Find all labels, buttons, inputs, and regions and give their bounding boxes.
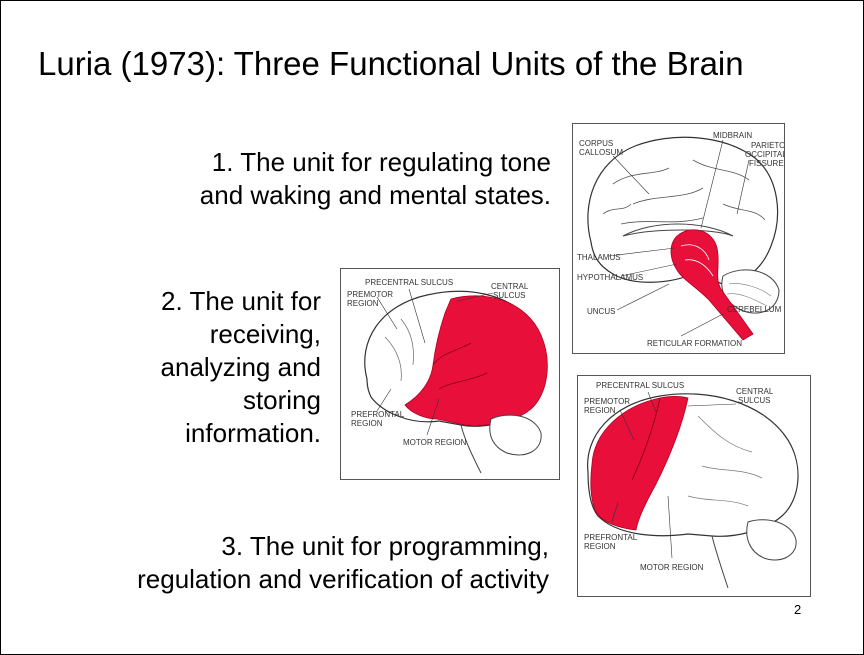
fig3-label-central2: SULCUS <box>738 396 770 405</box>
fig3-label-prefrontal2: REGION <box>584 542 616 551</box>
label-reticular: RETICULAR FORMATION <box>647 339 742 348</box>
frontal-cortex-figure: PRECENTRAL SULCUS CENTRAL SULCUS PREMOTO… <box>577 375 811 597</box>
label-uncus: UNCUS <box>587 307 615 316</box>
brainstem-highlight <box>670 229 754 341</box>
fig2-label-prefrontal2: REGION <box>351 419 383 428</box>
label-cerebellum: CEREBELLUM <box>727 305 782 314</box>
fig3-label-premotor2: REGION <box>584 406 616 415</box>
page-number: 2 <box>794 602 802 617</box>
label-callosum: CALLOSUM <box>579 148 623 157</box>
unit3-line1: 3. The unit for programming, <box>221 531 549 561</box>
fig2-label-precentral: PRECENTRAL SULCUS <box>365 278 453 287</box>
unit2-line3: analyzing and <box>160 352 321 382</box>
label-midbrain: MIDBRAIN <box>713 131 752 140</box>
frontal-cortex-figure-svg: PRECENTRAL SULCUS CENTRAL SULCUS PREMOTO… <box>584 381 799 589</box>
unit2-text: 2. The unit for receiving, analyzing and… <box>161 285 321 450</box>
fig2-label-central1: CENTRAL <box>491 282 529 291</box>
posterior-highlight <box>404 295 548 426</box>
fig2-label-premotor2: REGION <box>347 299 379 308</box>
fig3-label-central1: CENTRAL <box>736 387 774 396</box>
unit3-line2: regulation and verification of activity <box>137 564 549 594</box>
unit2-line1: 2. The unit for <box>161 286 321 316</box>
fig2-label-prefrontal1: PREFRONTAL <box>351 410 405 419</box>
unit1-text: 1. The unit for regulating tone and waki… <box>200 146 551 212</box>
fig3-label-motor: MOTOR REGION <box>640 563 704 572</box>
label-hypothalamus: HYPOTHALAMUS <box>577 273 643 282</box>
posterior-cortex-figure-svg: PRECENTRAL SULCUS CENTRAL SULCUS PREMOTO… <box>347 278 548 474</box>
posterior-cortex-figure: PRECENTRAL SULCUS CENTRAL SULCUS PREMOTO… <box>340 268 560 480</box>
fig3-label-premotor1: PREMOTOR <box>584 397 630 406</box>
brainstem-figure-svg: CORPUS CALLOSUM MIDBRAIN PARIETO OCCIPIT… <box>577 131 784 348</box>
unit2-line4: storing <box>242 385 321 415</box>
unit2-line2: receiving, <box>209 319 321 349</box>
unit2-line5: information. <box>185 418 321 448</box>
label-corpus: CORPUS <box>579 139 613 148</box>
fig2-label-motor: MOTOR REGION <box>403 438 467 447</box>
fig3-label-prefrontal1: PREFRONTAL <box>584 533 638 542</box>
unit1-line2: and waking and mental states. <box>199 180 551 210</box>
unit3-text: 3. The unit for programming, regulation … <box>137 530 549 596</box>
fig2-label-central2: SULCUS <box>493 291 525 300</box>
fig2-label-premotor1: PREMOTOR <box>347 290 393 299</box>
slide-title: Luria (1973): Three Functional Units of … <box>38 45 744 82</box>
label-fissure: FISSURE <box>749 159 784 168</box>
unit1-line1: 1. The unit for regulating tone <box>211 147 551 177</box>
label-occipital: OCCIPITAL <box>745 150 784 159</box>
brainstem-figure: CORPUS CALLOSUM MIDBRAIN PARIETO OCCIPIT… <box>572 123 785 354</box>
label-thalamus: THALAMUS <box>577 253 621 262</box>
label-parieto: PARIETO <box>751 141 784 150</box>
fig3-label-precentral: PRECENTRAL SULCUS <box>596 381 684 390</box>
